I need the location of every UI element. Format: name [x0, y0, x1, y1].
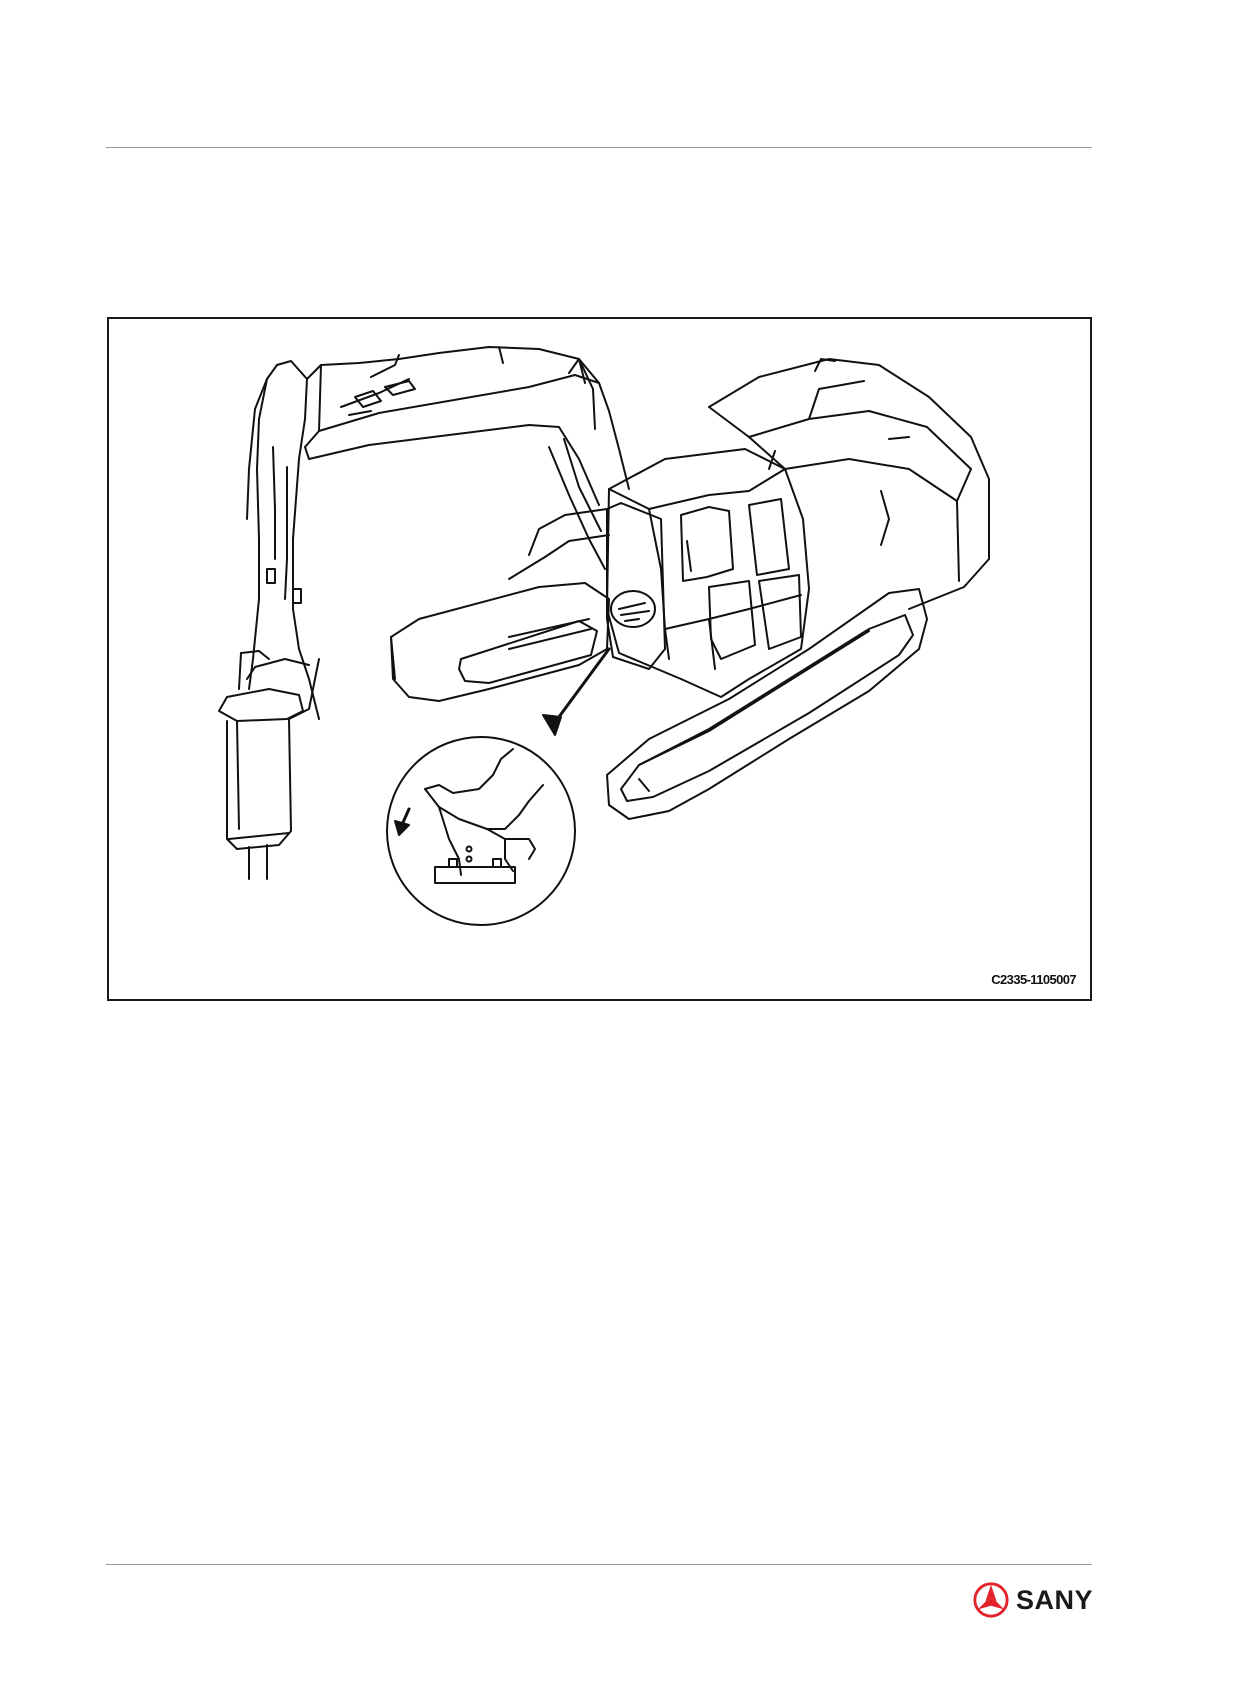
safety-decal [610, 590, 656, 628]
figure-code: C2335-1105007 [991, 972, 1076, 987]
arm [248, 364, 278, 690]
engine-hood [708, 358, 990, 610]
header-rule [106, 147, 1092, 148]
left-track [390, 582, 610, 702]
footer-rule [106, 1564, 1092, 1565]
brand-name: SANY [1015, 1584, 1093, 1615]
brand-logo: SANY [972, 1580, 1093, 1620]
boom [304, 374, 630, 490]
sany-logo-icon [973, 1582, 1009, 1618]
excavator-illustration-frame: C2335-1105007 [107, 317, 1092, 1001]
right-track [606, 588, 928, 820]
operator-cab [606, 448, 810, 698]
detail-inset [386, 736, 576, 926]
hydraulic-breaker [218, 688, 304, 722]
excavator-illustration [218, 346, 990, 926]
